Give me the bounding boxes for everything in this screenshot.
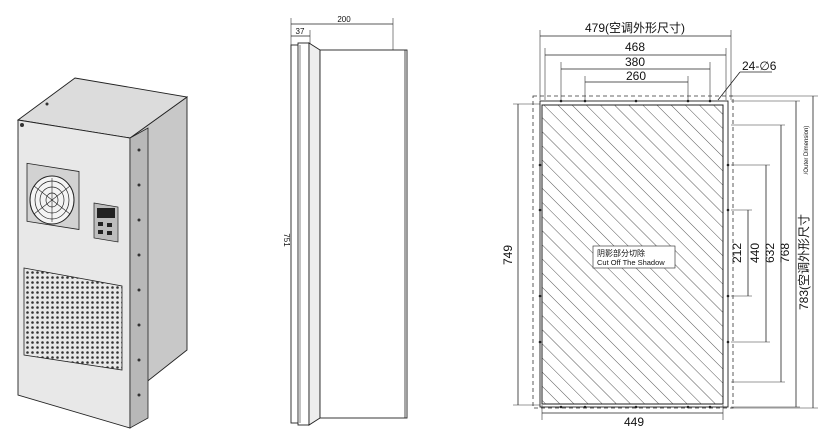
cabinet-3d-view [16, 77, 189, 429]
dim-depth-flange: 37 [296, 27, 305, 36]
outer-dashed-outline [532, 95, 734, 409]
dim-right-3: 632 [763, 243, 777, 263]
body-outline [319, 49, 408, 419]
dim-top-2: 468 [625, 40, 645, 54]
dim-top-3: 380 [625, 55, 645, 69]
control-panel [93, 202, 119, 243]
dim-outer-height: 783(空调外形尺寸 [797, 214, 811, 310]
cut-label-box [592, 245, 676, 269]
fan-icon [26, 162, 80, 230]
dim-right-1: 212 [730, 243, 744, 263]
dim-right-2: 440 [748, 243, 762, 263]
dim-top-1: 479(空调外形尺寸) [585, 21, 685, 35]
dim-right-4: 768 [778, 243, 792, 263]
dim-depth-total: 200 [337, 15, 351, 24]
cut-label-cn: 阴影部分切除 [597, 248, 645, 258]
dim-left-height: 749 [501, 245, 515, 265]
cutout-view: 阴影部分切除 Cut Off The Shadow 479(空调外形尺寸) 46… [501, 21, 818, 429]
dim-height: 751 [282, 233, 291, 247]
dim-outer-height-en: /Outer Dimension) [804, 126, 810, 175]
cabinet-flange [129, 127, 149, 429]
vent-grille [23, 267, 123, 371]
dim-bottom-width: 449 [624, 415, 644, 429]
hole-spec: 24-∅6 [742, 59, 777, 73]
mounting-holes [538, 99, 730, 409]
side-view: 200 37 751 [282, 15, 408, 426]
flange-bolts [137, 148, 141, 397]
dim-top-4: 260 [626, 69, 646, 83]
cut-label-en: Cut Off The Shadow [597, 258, 665, 267]
